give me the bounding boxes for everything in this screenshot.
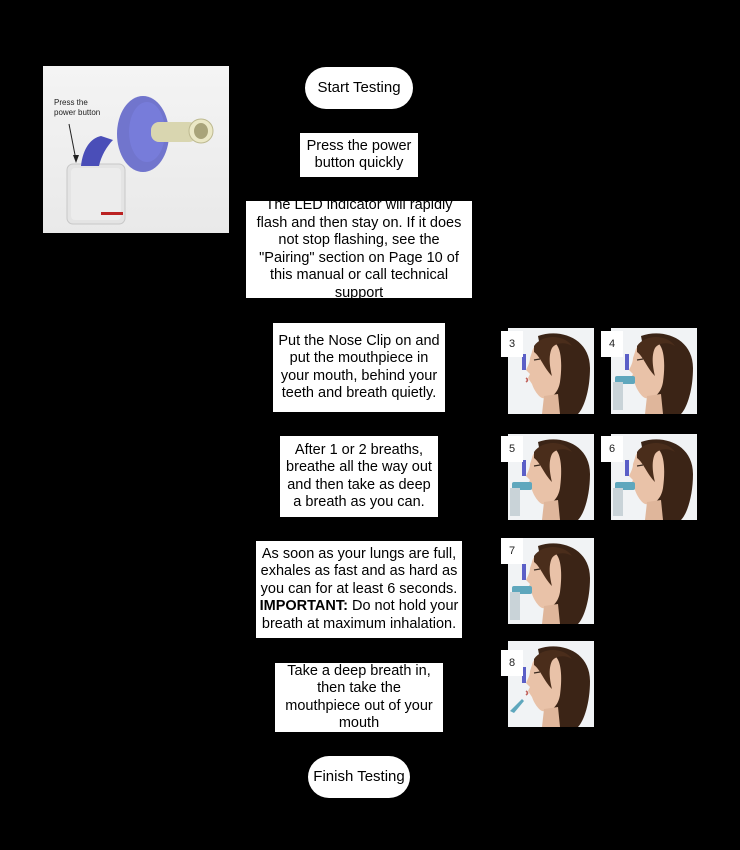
- step-image-5: [508, 434, 594, 520]
- exhale-important-text: Do not hold your breath at maximum inhal…: [261, 598, 459, 632]
- press-power-text: Press the power button quickly: [306, 137, 412, 172]
- led-indicator-text: The LED indicator will rapidly flash and…: [256, 197, 462, 301]
- step-image-6: [611, 434, 697, 520]
- start-testing-label: Start Testing: [317, 79, 401, 97]
- step-remove-mouthpiece: Take a deep breath in, then take the mou…: [275, 663, 443, 732]
- nose-clip-text: Put the Nose Clip on and put the mouthpi…: [278, 332, 440, 402]
- spirometer-device-icon: [66, 96, 214, 225]
- breathe-out-text: After 1 or 2 breaths, breathe all the wa…: [286, 441, 432, 511]
- step-led-indicator: The LED indicator will rapidly flash and…: [246, 197, 472, 301]
- step-badge-5: 5: [501, 436, 523, 462]
- profile-illustration-icon: [522, 333, 590, 414]
- finish-testing-terminal: Finish Testing: [308, 756, 410, 798]
- remove-mouthpiece-text: Take a deep breath in, then take the mou…: [285, 662, 433, 732]
- power-button-annotation: Press the power button: [54, 98, 100, 118]
- step-badge-6: 6: [601, 436, 623, 462]
- step-badge-8: 8: [501, 650, 523, 676]
- exhale-text: As soon as your lungs are full, exhales …: [259, 546, 459, 634]
- annotation-line-1: Press the: [54, 98, 88, 107]
- profile-illustration-icon: [613, 439, 693, 520]
- step-image-8: [508, 641, 594, 727]
- step-nose-clip: Put the Nose Clip on and put the mouthpi…: [273, 323, 445, 412]
- step-breathe-out: After 1 or 2 breaths, breathe all the wa…: [280, 436, 438, 517]
- exhale-prefix: As soon as your lungs are full, exhales …: [260, 545, 458, 597]
- profile-illustration-icon: [510, 646, 590, 727]
- profile-illustration-icon: [613, 333, 693, 414]
- step-press-power: Press the power button quickly: [300, 133, 418, 177]
- step-exhale: As soon as your lungs are full, exhales …: [256, 541, 462, 638]
- step-badge-4: 4: [601, 331, 623, 357]
- annotation-line-2: power button: [54, 108, 101, 117]
- start-testing-terminal: Start Testing: [305, 67, 413, 109]
- finish-testing-label: Finish Testing: [313, 768, 405, 786]
- device-illustration: Press the power button: [43, 66, 229, 233]
- profile-illustration-icon: [510, 543, 590, 624]
- step-badge-3: 3: [501, 331, 523, 357]
- step-image-4: [611, 328, 697, 414]
- profile-illustration-icon: [510, 439, 590, 520]
- step-badge-7: 7: [501, 538, 523, 564]
- important-label: IMPORTANT:: [259, 598, 348, 615]
